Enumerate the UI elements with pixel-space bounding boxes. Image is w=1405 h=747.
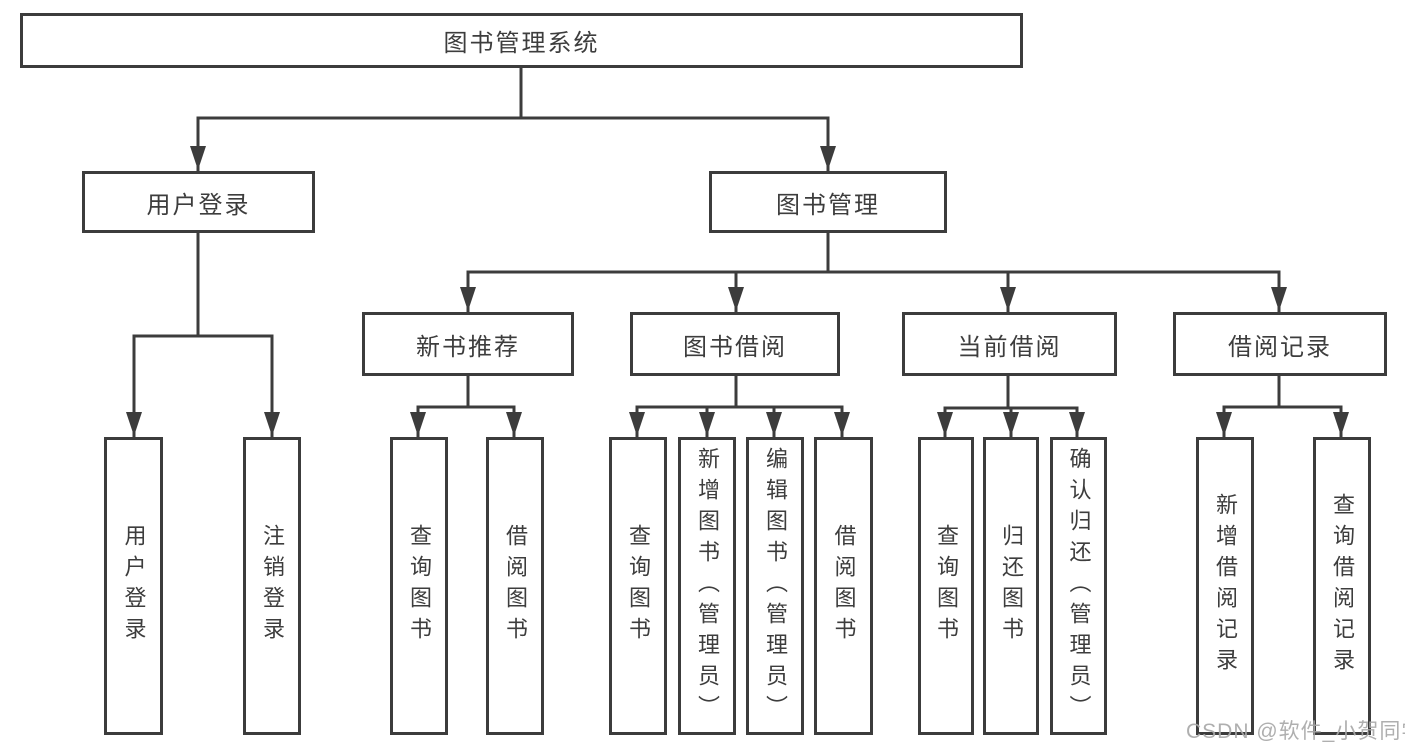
- leaf-cb-return-books: 归还图书: [983, 437, 1039, 735]
- node-current-borrow-label: 当前借阅: [957, 333, 1062, 361]
- leaf-bb-add-books-admin-label: 新增图书（管理员）: [695, 446, 720, 726]
- leaf-br-query-record-label: 查询借阅记录: [1330, 493, 1355, 679]
- leaf-nb-borrow-books-label: 借阅图书: [503, 524, 528, 648]
- leaf-br-query-record: 查询借阅记录: [1313, 437, 1371, 735]
- leaf-user-login-label: 用户登录: [121, 524, 147, 648]
- node-new-book-recommend: 新书推荐: [362, 312, 574, 376]
- node-book-borrow: 图书借阅: [630, 312, 840, 376]
- leaf-logout: 注销登录: [243, 437, 301, 735]
- watermark: CSDN @软件_小贺同学: [1186, 720, 1405, 743]
- node-new-book-recommend-label: 新书推荐: [416, 333, 520, 361]
- node-book-management: 图书管理: [709, 171, 947, 233]
- leaf-bb-borrow-books-label: 借阅图书: [831, 524, 857, 648]
- leaf-cb-confirm-return-admin: 确认归还（管理员）: [1050, 437, 1107, 735]
- leaf-bb-edit-books-admin-label: 编辑图书（管理员）: [763, 446, 788, 726]
- leaf-nb-query-books-label: 查询图书: [407, 524, 432, 648]
- node-borrow-records-label: 借阅记录: [1228, 333, 1332, 361]
- node-root: 图书管理系统: [20, 13, 1023, 68]
- node-current-borrow: 当前借阅: [902, 312, 1117, 376]
- leaf-cb-confirm-return-admin-label: 确认归还（管理员）: [1066, 446, 1092, 726]
- leaf-cb-query-books-label: 查询图书: [934, 524, 959, 648]
- leaf-bb-edit-books-admin: 编辑图书（管理员）: [746, 437, 804, 735]
- leaf-br-add-record: 新增借阅记录: [1196, 437, 1254, 735]
- leaf-bb-add-books-admin: 新增图书（管理员）: [678, 437, 736, 735]
- node-book-borrow-label: 图书借阅: [683, 333, 787, 361]
- node-user-login: 用户登录: [82, 171, 315, 233]
- node-book-management-label: 图书管理: [776, 191, 880, 219]
- leaf-user-login: 用户登录: [104, 437, 163, 735]
- node-root-label: 图书管理系统: [443, 30, 600, 57]
- leaf-nb-query-books: 查询图书: [390, 437, 448, 735]
- node-borrow-records: 借阅记录: [1173, 312, 1387, 376]
- leaf-nb-borrow-books: 借阅图书: [486, 437, 544, 735]
- leaf-logout-label: 注销登录: [260, 524, 285, 648]
- leaf-bb-borrow-books: 借阅图书: [814, 437, 873, 735]
- leaf-bb-query-books: 查询图书: [609, 437, 667, 735]
- leaf-bb-query-books-label: 查询图书: [626, 524, 651, 648]
- leaf-cb-query-books: 查询图书: [918, 437, 974, 735]
- leaf-br-add-record-label: 新增借阅记录: [1213, 493, 1238, 679]
- leaf-cb-return-books-label: 归还图书: [999, 524, 1024, 648]
- node-user-login-label: 用户登录: [146, 191, 251, 219]
